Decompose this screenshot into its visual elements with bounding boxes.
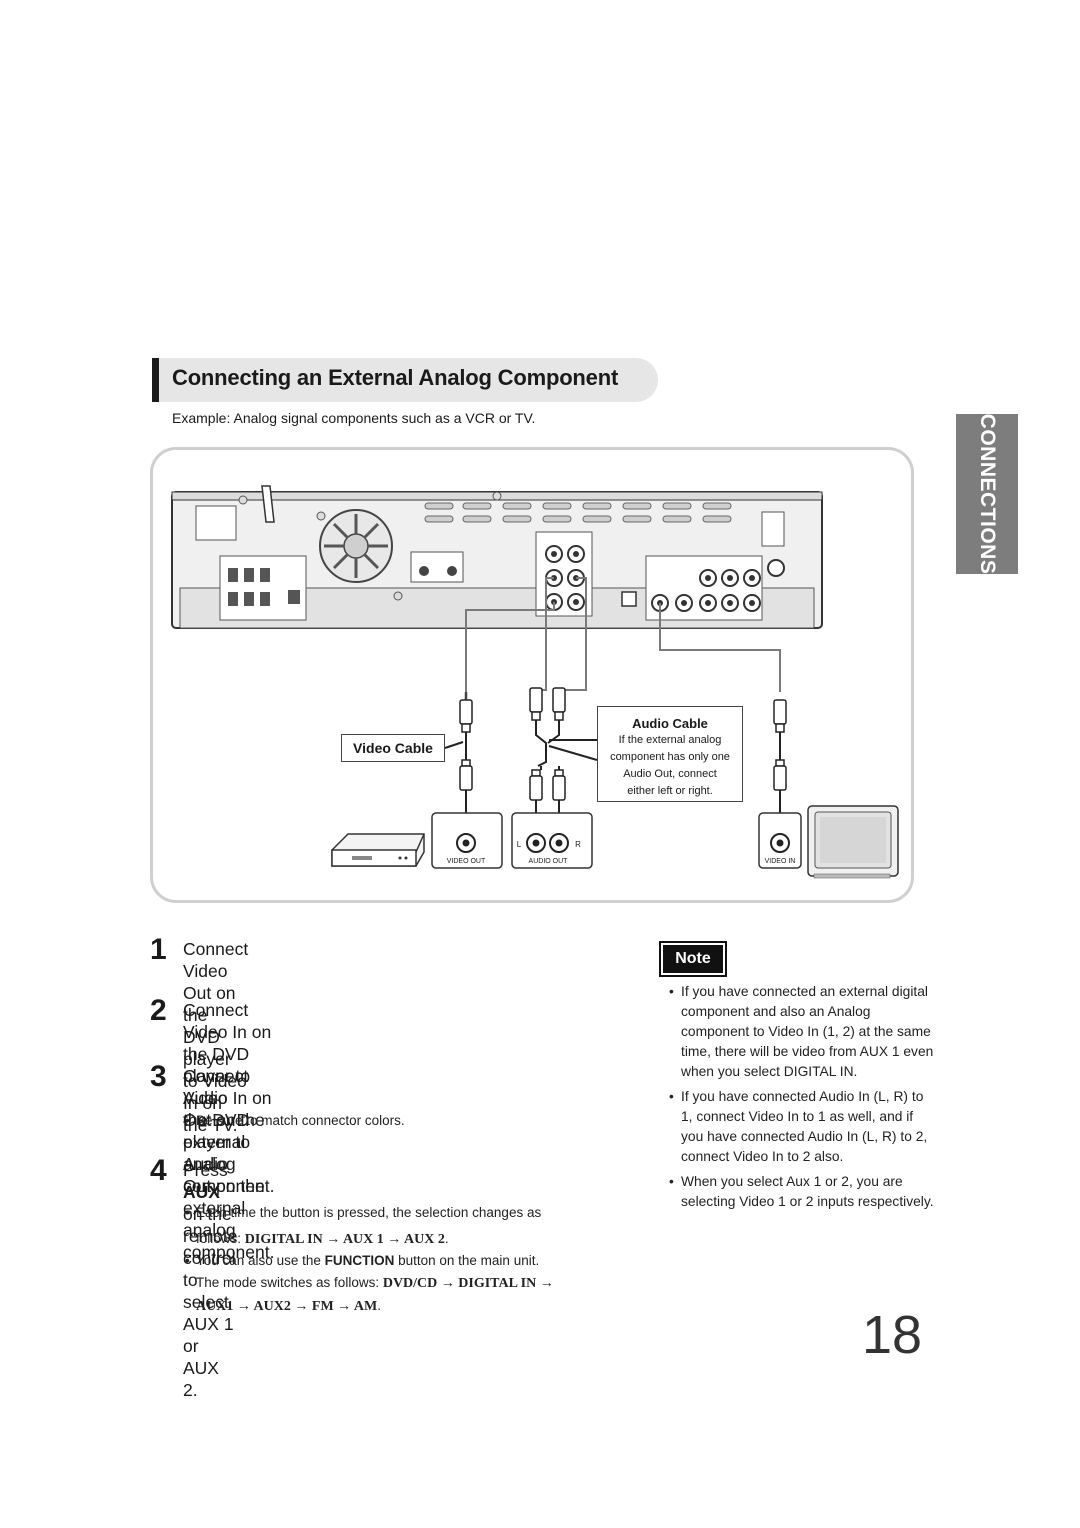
bullet-dot: • [185, 1253, 190, 1268]
video-in-box [758, 812, 802, 869]
vent-slots [424, 502, 732, 523]
step-number: 1 [150, 933, 167, 966]
note-line: when you select DIGITAL IN. [681, 1064, 858, 1079]
audio-cable-callout: Audio Cable If the external analog compo… [597, 706, 743, 802]
audio-cable-line: component has only one [610, 751, 730, 763]
step-line: Connect Audio In on the DVD player to Au… [183, 1066, 272, 1174]
step-line: In on the TV. [183, 1093, 238, 1135]
section-title: Connecting an External Analog Component [172, 365, 619, 390]
note-line: connect Video In to 2 also. [681, 1149, 844, 1164]
step-number: 3 [150, 1060, 167, 1093]
step-line: Out on the external analog component. [183, 1110, 275, 1196]
note-line: time, there will be video from AUX 1 eve… [681, 1044, 934, 1059]
note-item: • If you have connected Audio In (L, R) … [669, 1087, 961, 1167]
step-line: Connect Video In on the DVD player to Vi… [183, 1000, 272, 1108]
audio-cable-line: either left or right. [627, 785, 713, 797]
bullet-dot: • [185, 1205, 190, 1220]
note-line: component and also an Analog [681, 1004, 871, 1019]
step-4-bullet-2: • You can also use the FUNCTION button o… [185, 1250, 554, 1318]
video-out-box [431, 812, 503, 869]
audio-out-label: AUDIO OUT [529, 858, 569, 865]
audio-out-box [511, 812, 593, 869]
step-number: 4 [150, 1154, 167, 1187]
note-line: 1, connect Video In to 1 as well, and if [681, 1109, 914, 1124]
page-number: 18 [862, 1305, 923, 1365]
video-out-label: VIDEO OUT [447, 858, 486, 865]
note-line: If you have connected Audio In (L, R) to [681, 1089, 924, 1104]
section-title-accent [152, 358, 159, 402]
note-item: • If you have connected an external digi… [669, 982, 961, 1082]
step-line: Press AUX on the remote control to selec… [183, 1160, 238, 1356]
side-tab-connections: CONNECTIONS [956, 414, 1018, 574]
note-line: When you select Aux 1 or 2, you are [681, 1174, 903, 1189]
audio-cable-line: If the external analog [618, 734, 722, 746]
video-in-label: VIDEO IN [765, 858, 796, 865]
plugs-upper [459, 687, 787, 733]
rear-panel [171, 485, 823, 629]
bullet-dot: • [669, 984, 674, 999]
bullet-text: You can also use the FUNCTION button on … [196, 1253, 540, 1268]
bullet-text: The mode switches as follows: DVD/CD → D… [196, 1275, 554, 1291]
note-badge: Note [659, 941, 727, 977]
diagram-frame [150, 447, 914, 903]
left-channel-label: L [517, 840, 522, 849]
right-channel-label: R [575, 840, 581, 849]
video-cable-label: Video Cable [341, 734, 445, 762]
step-text: Connect Video Out on the DVD player to V… [183, 938, 248, 1136]
note-line: component to Video In (1, 2) at the same [681, 1024, 931, 1039]
bullet-dot: • [669, 1089, 674, 1104]
bullet-text: Be sure to match connector colors. [196, 1113, 405, 1128]
bullet-text: follows: DIGITAL IN → AUX 1 → AUX 2. [196, 1231, 449, 1247]
example-text: Example: Analog signal components such a… [172, 410, 536, 426]
section-title-bar [152, 358, 658, 402]
step-4-bullet-1: • Each time the button is pressed, the s… [185, 1202, 542, 1251]
audio-cable-line: Audio Out, connect [623, 768, 717, 780]
step-text: Press AUX on the remote control to selec… [183, 1159, 237, 1401]
tv [807, 805, 899, 879]
bullet-text: AUX1 → AUX2 → FM → AM. [196, 1298, 381, 1314]
step-line: AUX 2. [183, 1358, 219, 1400]
step-line: Out on the external analog component. [183, 1176, 275, 1262]
note-line: selecting Video 1 or 2 inputs respective… [681, 1194, 934, 1209]
bullet-dot: • [185, 1113, 190, 1128]
step-3-bullet: • Be sure to match connector colors. [185, 1110, 405, 1132]
step-line: Connect Video Out on the DVD player to V… [183, 939, 249, 1091]
step-text: Connect Audio In on the DVD player to Au… [183, 1065, 274, 1263]
external-component [331, 833, 425, 867]
cable-lines [465, 577, 781, 700]
note-item: • When you select Aux 1 or 2, you are se… [669, 1172, 961, 1212]
bullet-text: Each time the button is pressed, the sel… [196, 1205, 542, 1220]
step-number: 2 [150, 994, 167, 1027]
note-label: Note [663, 945, 723, 973]
audio-cable-title: Audio Cable [632, 716, 708, 731]
step-text: Connect Video In on the DVD player to Vi… [183, 999, 274, 1197]
note-line: If you have connected an external digita… [681, 984, 928, 999]
bullet-dot: • [669, 1174, 674, 1189]
note-line: you have connected Audio In (L, R) to 2, [681, 1129, 928, 1144]
